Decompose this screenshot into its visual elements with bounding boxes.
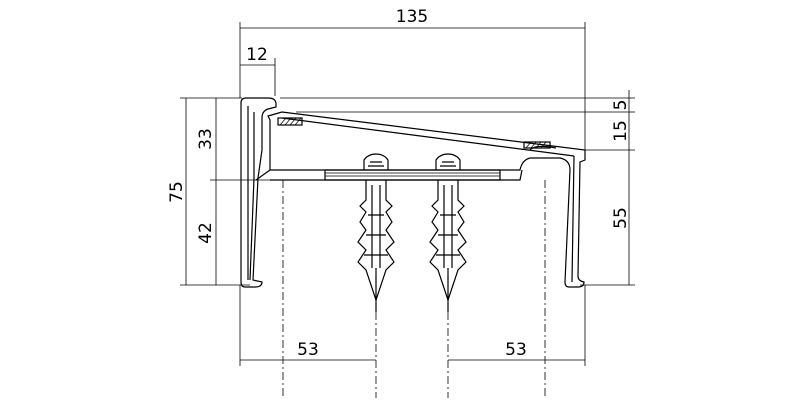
dimension-text-53-left: 53 bbox=[297, 340, 319, 360]
dimension-overall-width: 135 bbox=[239, 7, 586, 150]
dimension-left-heights: 75 33 42 bbox=[167, 97, 330, 286]
dimension-text-33: 33 bbox=[196, 128, 216, 150]
dimension-text-75: 75 bbox=[167, 181, 187, 203]
dimension-text-55: 55 bbox=[611, 207, 631, 229]
hatch-inserts bbox=[277, 117, 551, 181]
nosing-profile bbox=[240, 97, 586, 288]
dimension-text-5: 5 bbox=[611, 100, 631, 111]
center-lines bbox=[282, 180, 546, 398]
dimension-text-15: 15 bbox=[611, 120, 631, 142]
dimension-right-heights: 5 15 55 bbox=[280, 90, 635, 286]
anchor-left bbox=[357, 153, 395, 312]
dimension-nose-width: 12 bbox=[240, 45, 276, 96]
dimension-text-42: 42 bbox=[196, 222, 216, 244]
dimension-anchor-offsets: 53 53 bbox=[239, 285, 586, 366]
anchor-right bbox=[429, 153, 467, 312]
dimension-text-135: 135 bbox=[396, 7, 428, 27]
dimension-text-12: 12 bbox=[246, 45, 268, 65]
dimension-text-53-right: 53 bbox=[505, 340, 527, 360]
